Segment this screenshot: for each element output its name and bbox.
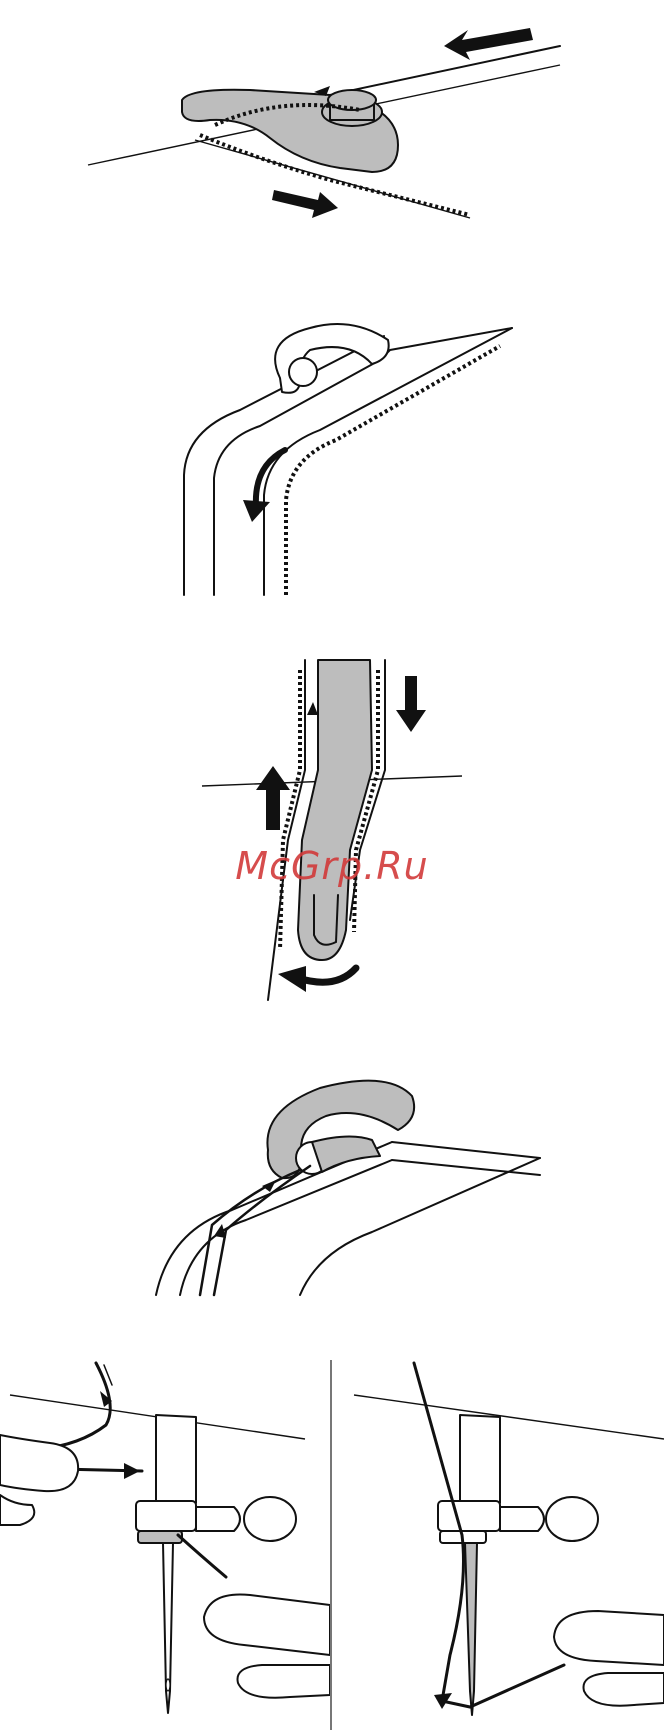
- step-1-thread-guide: [0, 0, 664, 240]
- needle-icon: [166, 1679, 170, 1691]
- direction-arrow-icon: [278, 966, 356, 992]
- step-3-take-up-lever: [0, 650, 664, 1010]
- step-6-needle-eye: [334, 1355, 664, 1734]
- direction-arrow-icon: [256, 766, 290, 830]
- finger-icon: [0, 1435, 78, 1525]
- step-5-needle-guide: [0, 1355, 330, 1734]
- direction-arrow-icon: [396, 676, 426, 732]
- panel-divider: [330, 1360, 332, 1730]
- step-4-thread-guide: [0, 1040, 664, 1300]
- watermark: McGrp.Ru: [0, 844, 664, 888]
- step-2-right-channel: [0, 300, 664, 600]
- finger-icon: [204, 1594, 330, 1697]
- finger-icon: [554, 1611, 664, 1706]
- direction-arrow-icon: [272, 190, 338, 218]
